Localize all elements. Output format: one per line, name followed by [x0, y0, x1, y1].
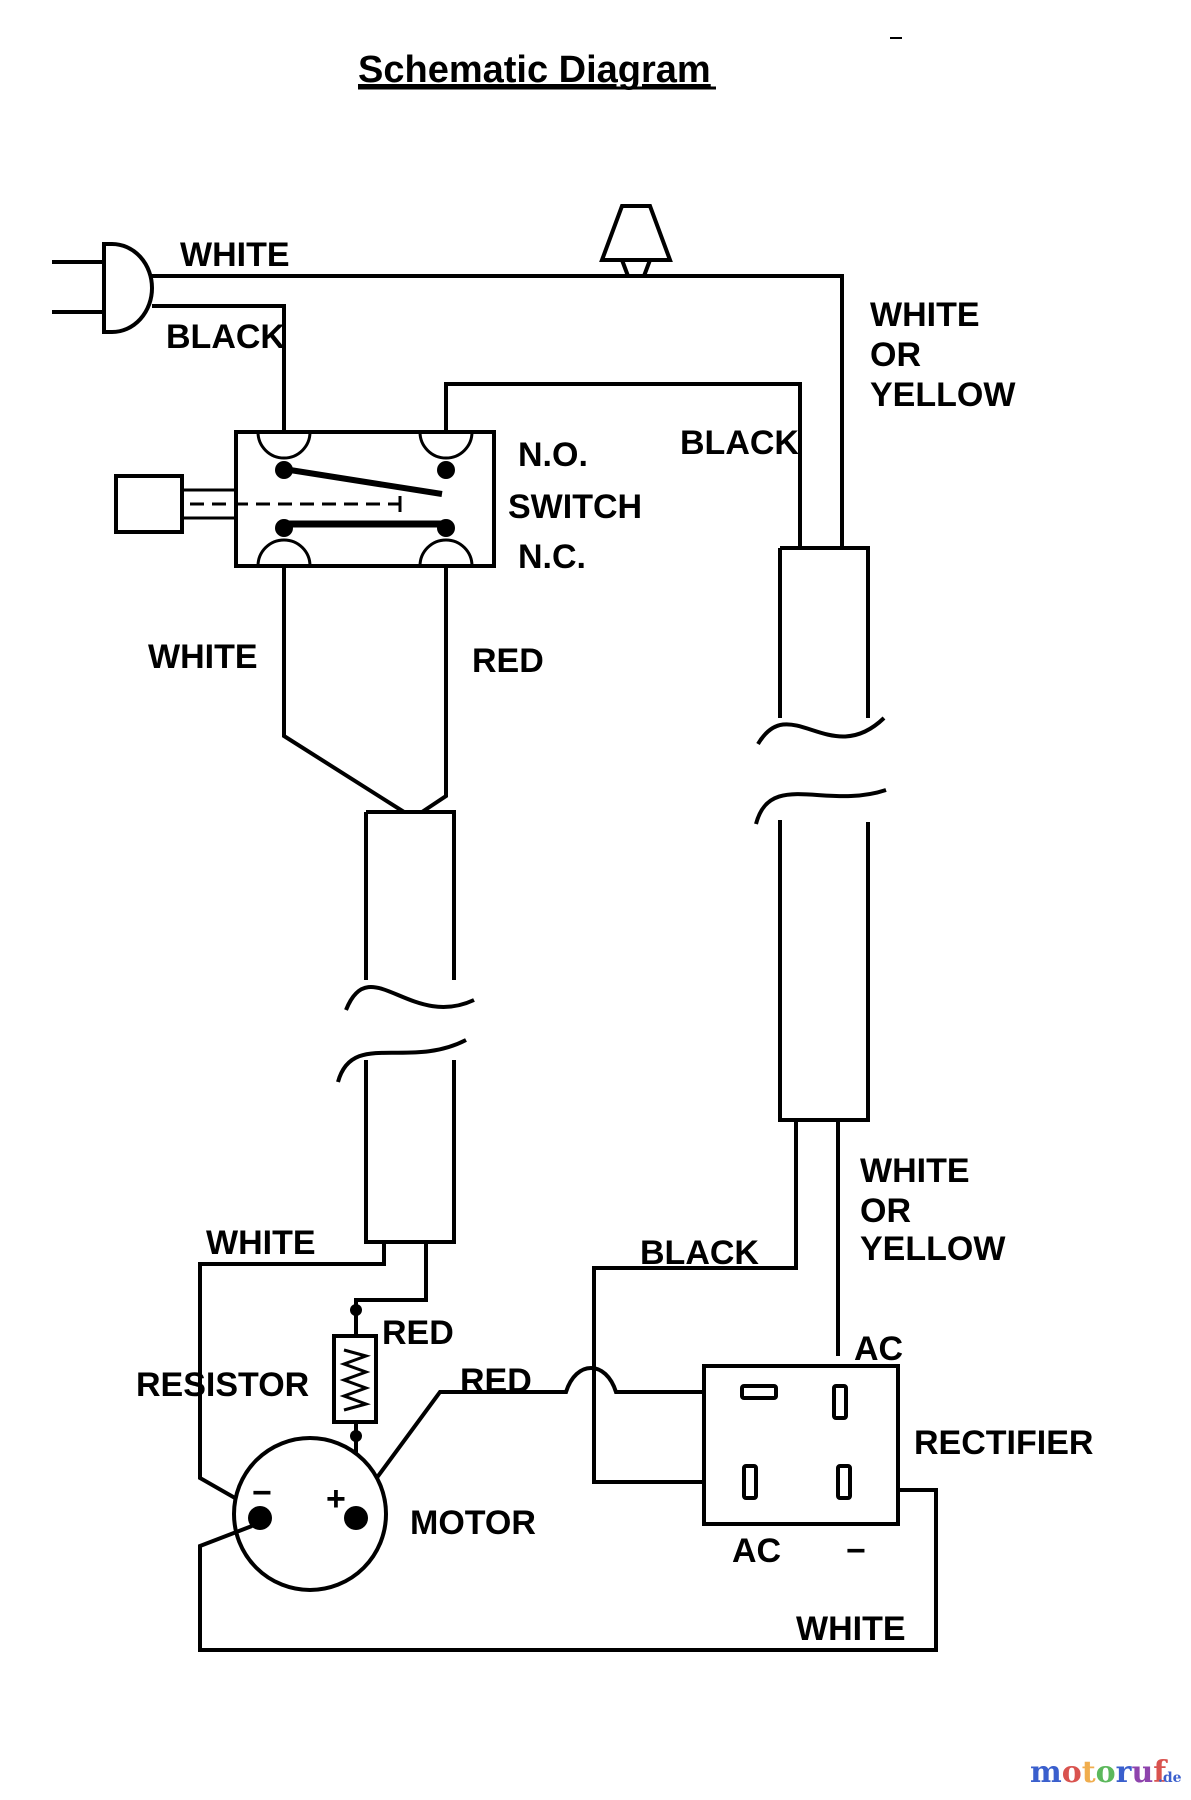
label-switch: SWITCH	[508, 488, 642, 526]
label-right-top-yellow: YELLOW	[870, 376, 1016, 414]
lamp-icon	[599, 204, 673, 262]
label-bottom-white: WHITE	[796, 1610, 906, 1648]
label-switch-black: BLACK	[680, 424, 799, 462]
label-resistor-red: RED	[382, 1314, 454, 1352]
label-left-red: RED	[472, 642, 544, 680]
label-plug-white: WHITE	[180, 236, 290, 274]
left-cable	[336, 810, 475, 1244]
switch-actuator	[114, 474, 236, 534]
wire-white-bottom	[198, 1488, 938, 1652]
label-rect-black: BLACK	[640, 1234, 759, 1272]
label-rectifier: RECTIFIER	[914, 1424, 1093, 1462]
lamp-stem	[620, 259, 652, 277]
wire-red-motor	[354, 1366, 740, 1508]
label-motor-red: RED	[460, 1362, 532, 1400]
wire-white-left	[282, 566, 406, 814]
svg-text:motoruf: motoruf	[1030, 1755, 1168, 1790]
label-motor-plus: +	[326, 1480, 346, 1518]
label-right-bottom-white: WHITE	[860, 1152, 970, 1190]
label-motor-white: WHITE	[206, 1224, 316, 1262]
label-rectifier-ac-bottom: AC	[732, 1532, 781, 1570]
wire-red-resistor	[354, 1242, 428, 1336]
label-left-white: WHITE	[148, 638, 258, 676]
right-cable	[754, 546, 887, 1122]
watermark-logo: motoruf .de	[1030, 1755, 1182, 1790]
plug-icon	[52, 242, 154, 334]
label-right-bottom-or: OR	[860, 1192, 911, 1230]
resistor-icon	[332, 1304, 378, 1506]
label-motor-minus: −	[252, 1474, 272, 1512]
motor-icon	[232, 1436, 388, 1592]
wire-red-left	[420, 566, 448, 814]
label-right-bottom-yellow: YELLOW	[860, 1230, 1006, 1268]
page-title: Schematic Diagram	[358, 49, 711, 91]
switch	[190, 430, 496, 568]
rectifier	[702, 1364, 900, 1526]
wire-white-top	[152, 274, 844, 548]
svg-text:.de: .de	[1158, 1770, 1182, 1786]
label-switch-nc: N.C.	[518, 538, 586, 576]
label-rectifier-ac-top: AC	[854, 1330, 903, 1368]
label-rectifier-minus: −	[846, 1532, 866, 1570]
wire-white-motor	[198, 1242, 386, 1512]
wire-black-rectifier	[592, 1120, 798, 1484]
label-right-top-or: OR	[870, 336, 921, 374]
label-right-top-white: WHITE	[870, 296, 980, 334]
label-plug-black: BLACK	[166, 318, 285, 356]
label-resistor: RESISTOR	[136, 1366, 309, 1404]
label-motor: MOTOR	[410, 1504, 536, 1542]
label-switch-no: N.O.	[518, 436, 588, 474]
wire-black-top	[444, 382, 802, 548]
wire-black-plug	[152, 304, 286, 466]
